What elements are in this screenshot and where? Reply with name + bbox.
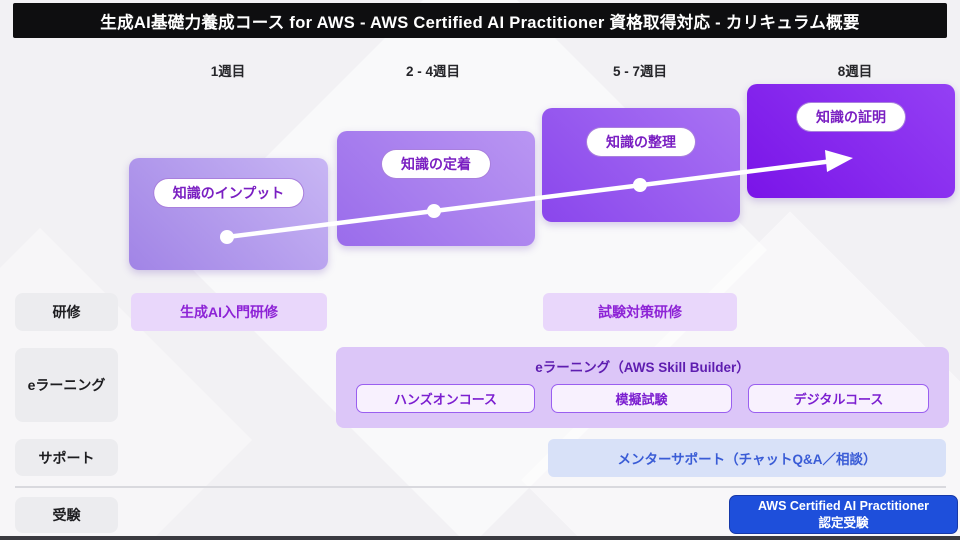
row-label-training: 研修: [15, 293, 118, 331]
training-item-exam-prep: 試験対策研修: [543, 293, 737, 331]
elearning-item-digital-course: デジタルコース: [748, 384, 929, 413]
stage-box-knowledge-retention: 知識の定着: [337, 131, 535, 246]
elearning-container: eラーニング（AWS Skill Builder） ハンズオンコース 模擬試験 …: [336, 347, 949, 428]
week-label-4: 8週目: [837, 64, 873, 79]
row-label-exam: 受験: [15, 497, 118, 533]
stage-box-knowledge-organization: 知識の整理: [542, 108, 740, 222]
elearning-item-mock-exam: 模擬試験: [551, 384, 732, 413]
week-label-3: 5 - 7週目: [612, 64, 667, 79]
elearning-item-hands-on: ハンズオンコース: [356, 384, 535, 413]
week-label-1: 1週目: [210, 64, 246, 79]
stage-box-knowledge-input: 知識のインプット: [129, 158, 328, 270]
training-item-intro: 生成AI入門研修: [131, 293, 327, 331]
exam-item-line1: AWS Certified AI Practitioner: [757, 499, 930, 514]
exam-item-line2: 認定受験: [818, 515, 869, 530]
page-title: 生成AI基礎力養成コース for AWS - AWS Certified AI …: [13, 3, 947, 38]
stage-pill-label: 知識の定着: [381, 149, 491, 179]
elearning-title: eラーニング（AWS Skill Builder）: [535, 360, 750, 375]
stage-pill-label: 知識の整理: [586, 127, 696, 157]
row-label-elearning: eラーニング: [15, 348, 118, 422]
exam-item-certification: AWS Certified AI Practitioner 認定受験: [729, 495, 958, 534]
week-label-2: 2 - 4週目: [405, 64, 460, 79]
stage-box-knowledge-proof: 知識の証明: [747, 84, 955, 198]
slide-bottom-edge: [0, 536, 960, 540]
stage-pill-label: 知識の証明: [796, 102, 906, 132]
row-label-support: サポート: [15, 439, 118, 476]
stage-pill-label: 知識のインプット: [152, 178, 305, 208]
row-divider: [15, 486, 946, 488]
support-item-mentor: メンターサポート（チャットQ&A／相談）: [548, 439, 946, 477]
